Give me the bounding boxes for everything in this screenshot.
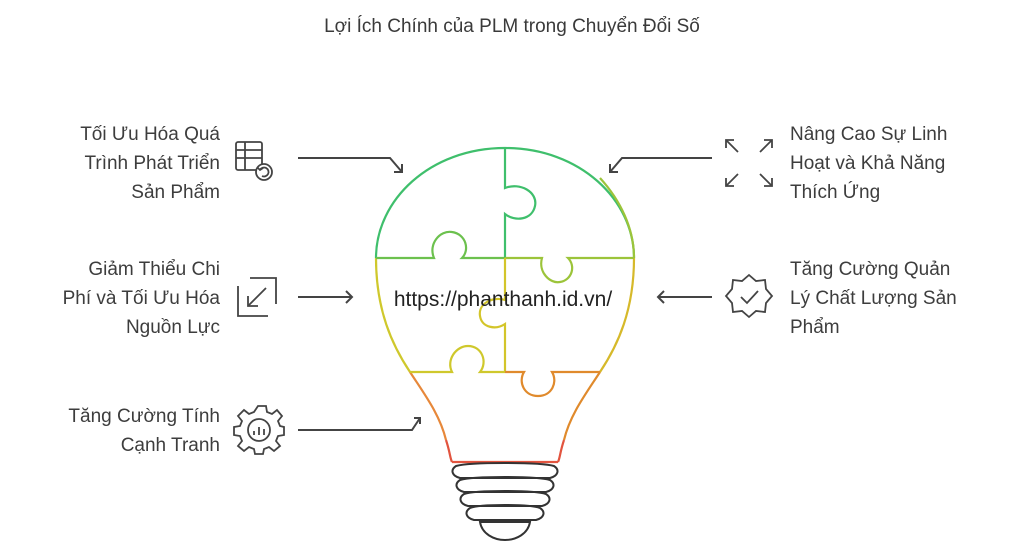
- badge-check-icon: [724, 273, 774, 319]
- benefit-label-cost-reduction: Giảm Thiểu Chi Phí và Tối Ưu Hóa Nguồn L…: [62, 259, 220, 338]
- bulb-base: [451, 462, 559, 542]
- gear-chart-icon: [233, 405, 285, 455]
- puzzle-vertical-bottom: [478, 258, 507, 372]
- watermark-url: https://phanthanh.id.vn/: [393, 288, 613, 311]
- arrow-cost-reduction-head: [345, 290, 354, 304]
- puzzle-horizontal-right: [505, 256, 634, 284]
- bulb-outline-red-right: [556, 439, 566, 463]
- benefit-label-competitiveness: Tăng Cường Tính Cạnh Tranh: [68, 406, 220, 456]
- arrow-flexibility: [609, 157, 712, 173]
- arrow-competitiveness: [298, 417, 421, 431]
- diagram-title: Lợi Ích Chính của PLM trong Chuyển Đổi S…: [324, 16, 700, 37]
- bulb-outline-orange-left: [409, 371, 448, 441]
- puzzle-lower-right: [505, 370, 600, 398]
- bulb-outline-yellow-right: [599, 257, 636, 373]
- arrow-flexibility-head: [609, 164, 618, 173]
- arrow-competitiveness-head: [414, 417, 421, 424]
- benefit-label-quality-management: Tăng Cường Quản Lý Chất Lượng Sản Phẩm: [790, 259, 957, 338]
- arrow-product-development-head: [394, 164, 403, 173]
- puzzle-horizontal-left: [376, 230, 505, 260]
- arrow-product-development: [298, 157, 403, 173]
- table-refresh-icon: [235, 141, 273, 181]
- arrow-quality-head: [656, 290, 665, 304]
- puzzle-pieces: [376, 148, 634, 398]
- expand-arrows-icon: [725, 139, 773, 187]
- bulb-outline-yellow-left: [374, 257, 411, 373]
- puzzle-lower-left: [410, 344, 505, 374]
- bulb-outline-lime: [599, 177, 636, 259]
- minimize-arrow-icon: [237, 277, 277, 317]
- benefit-label-product-development: Tối Ưu Hóa Quá Trình Phát Triển Sản Phẩm: [80, 124, 220, 203]
- connector-arrows: [298, 157, 712, 431]
- bulb-outline-red-left: [444, 439, 454, 463]
- puzzle-vertical-top: [503, 148, 537, 258]
- bulb-outline-orange-right: [562, 371, 601, 441]
- benefit-label-flexibility: Nâng Cao Sự Linh Hoạt và Khả Năng Thích …: [790, 124, 948, 203]
